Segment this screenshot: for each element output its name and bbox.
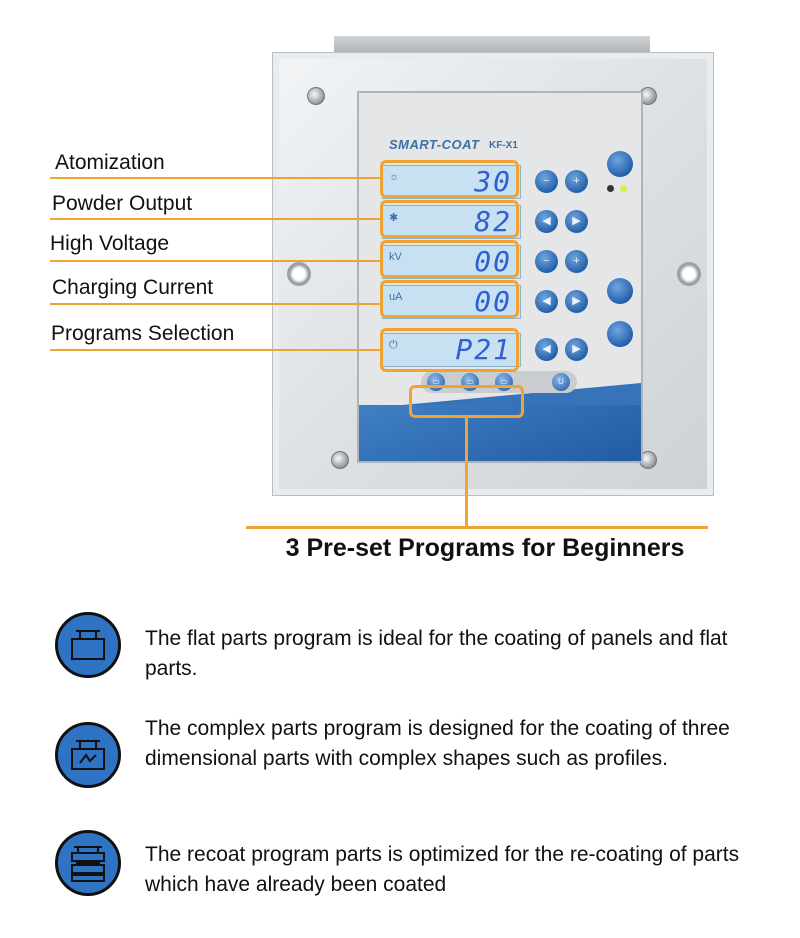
callout-frame: [380, 200, 519, 238]
callout-line: [465, 418, 468, 528]
reset-button[interactable]: [607, 321, 633, 347]
model-name: KF-X1: [489, 140, 518, 151]
current-decrease-button[interactable]: ◀: [535, 290, 558, 313]
callout-frame: [380, 280, 519, 318]
control-unit: SMART-COAT KF-X1 ☼ 30 ✱ 82 kV 00 uA 00 ⏻…: [272, 52, 714, 496]
callout-frame: [380, 160, 519, 198]
callout-frame: [380, 328, 519, 372]
callout-line: [50, 303, 382, 305]
high-voltage-label: High Voltage: [50, 232, 170, 255]
voltage-icon: kV: [389, 251, 402, 263]
callout-frame: [380, 240, 519, 278]
atomization-value: 30: [474, 165, 512, 198]
recoat-icon: [55, 830, 121, 896]
program-next-button[interactable]: ▶: [565, 338, 588, 361]
callout-line: [50, 218, 382, 220]
mounting-hole: [287, 262, 311, 286]
lcd-atomization: ☼ 30: [382, 165, 521, 199]
powder-output-value: 82: [474, 205, 512, 238]
lcd-high-voltage: kV 00: [382, 245, 521, 279]
high-voltage-value: 00: [474, 245, 512, 278]
charging-current-value: 00: [474, 285, 512, 318]
callout-line: [50, 260, 382, 262]
atomization-label: Atomization: [55, 151, 165, 174]
callout-line: [246, 526, 708, 529]
status-led: [607, 185, 614, 192]
program-previous-button[interactable]: ◀: [535, 338, 558, 361]
section-title: 3 Pre-set Programs for Beginners: [285, 534, 685, 562]
panel-accent: [359, 405, 641, 461]
brand-logo: SMART-COAT: [389, 137, 480, 152]
powder-decrease-button[interactable]: ◀: [535, 210, 558, 233]
screw: [307, 87, 325, 105]
screw: [331, 451, 349, 469]
voltage-decrease-button[interactable]: −: [535, 250, 558, 273]
complex-parts-description: The complex parts program is designed fo…: [145, 717, 730, 770]
lcd-powder-output: ✱ 82: [382, 205, 521, 239]
programs-selection-label: Programs Selection: [51, 322, 235, 345]
charging-current-label: Charging Current: [52, 276, 214, 299]
powder-increase-button[interactable]: ▶: [565, 210, 588, 233]
atomization-decrease-button[interactable]: −: [535, 170, 558, 193]
flat-parts-description: The flat parts program is ideal for the …: [145, 627, 728, 680]
callout-line: [50, 349, 382, 351]
side-button[interactable]: [607, 278, 633, 304]
current-increase-button[interactable]: ▶: [565, 290, 588, 313]
lcd-charging-current: uA 00: [382, 285, 521, 319]
program-icon: ⏻: [389, 339, 398, 351]
atomization-icon: ☼: [389, 171, 400, 183]
lcd-program: ⏻ P21: [382, 333, 521, 367]
recoat-description: The recoat program parts is optimized fo…: [145, 843, 740, 896]
flat-parts-icon: [55, 612, 121, 678]
current-icon: uA: [389, 291, 403, 303]
atomization-increase-button[interactable]: +: [565, 170, 588, 193]
program-value: P21: [455, 333, 512, 366]
complex-parts-icon: [55, 722, 121, 788]
mounting-hole: [677, 262, 701, 286]
callout-frame: [409, 385, 524, 418]
powder-output-label: Powder Output: [52, 192, 193, 215]
powder-output-icon: ✱: [389, 212, 399, 224]
callout-line: [50, 177, 382, 179]
status-led-on: [620, 185, 627, 192]
program-confirm-button[interactable]: U: [552, 373, 570, 391]
power-button[interactable]: [607, 151, 633, 177]
voltage-increase-button[interactable]: +: [565, 250, 588, 273]
